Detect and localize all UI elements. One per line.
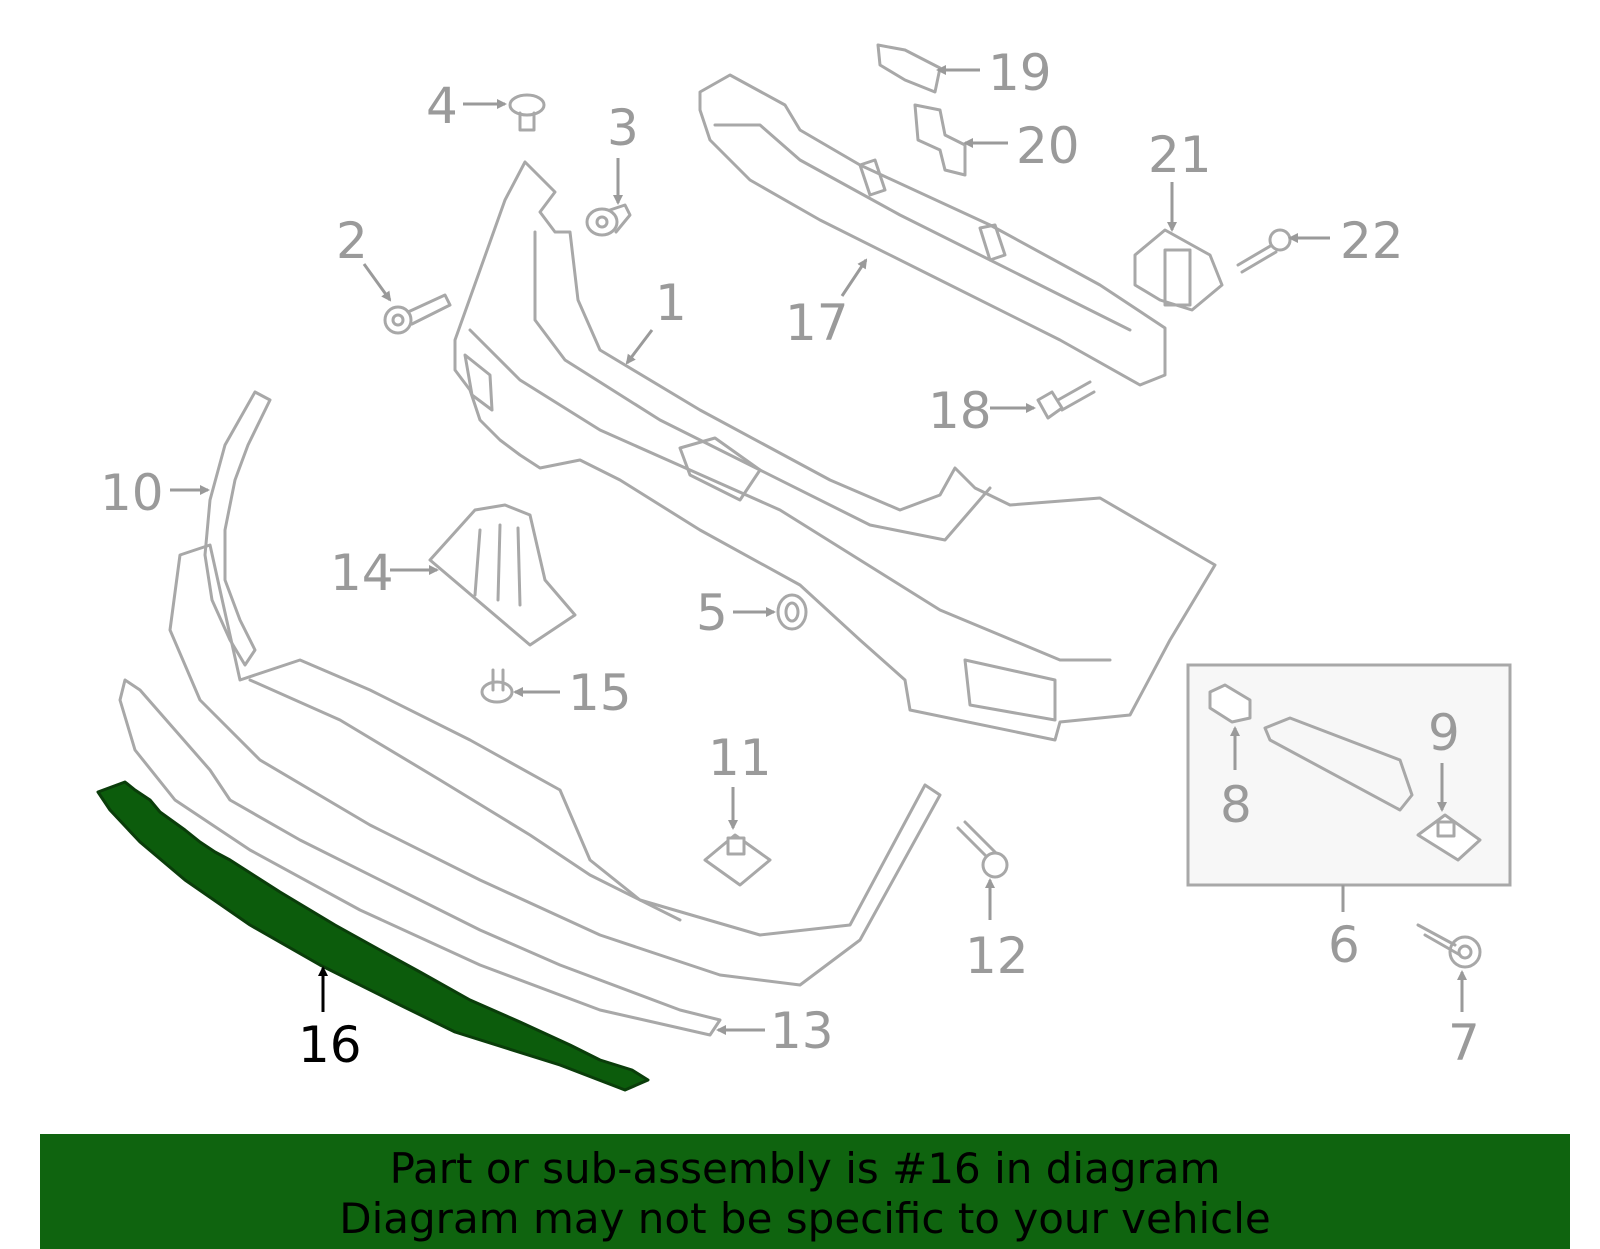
lower-valance-part	[118, 543, 942, 1037]
svg-text:4: 4	[426, 77, 458, 135]
callout-11[interactable]: 11	[708, 729, 772, 830]
svg-text:18: 18	[928, 382, 992, 440]
callout-17[interactable]: 17	[785, 258, 868, 352]
callout-13[interactable]: 13	[716, 1002, 834, 1060]
callout-21[interactable]: 21	[1148, 126, 1212, 232]
callout-22[interactable]: 22	[1288, 212, 1404, 270]
fastener-parts	[383, 43, 1482, 969]
callout-9[interactable]: 9	[1428, 704, 1460, 812]
callout-16[interactable]: 16	[298, 966, 362, 1074]
svg-text:3: 3	[607, 99, 639, 157]
callout-14[interactable]: 14	[330, 544, 439, 602]
svg-text:9: 9	[1428, 704, 1460, 762]
svg-text:11: 11	[708, 729, 772, 787]
svg-text:13: 13	[770, 1002, 834, 1060]
svg-text:10: 10	[100, 464, 164, 522]
callout-3[interactable]: 3	[607, 99, 639, 205]
svg-text:20: 20	[1016, 117, 1080, 175]
callouts: 1 2 3 4 5 6 7 8	[100, 44, 1480, 1074]
svg-text:1: 1	[655, 274, 687, 332]
svg-text:14: 14	[330, 544, 394, 602]
part-6-kit-box	[1186, 663, 1512, 887]
svg-text:19: 19	[988, 44, 1052, 102]
callout-18[interactable]: 18	[928, 382, 1036, 440]
callout-10[interactable]: 10	[100, 464, 210, 522]
callout-4[interactable]: 4	[426, 77, 507, 135]
callout-8[interactable]: 8	[1220, 726, 1252, 834]
side-bracket-part	[203, 390, 272, 667]
svg-text:17: 17	[785, 294, 849, 352]
info-banner: Part or sub-assembly is #16 in diagram D…	[40, 1134, 1570, 1249]
callout-12[interactable]: 12	[965, 878, 1029, 985]
callout-19[interactable]: 19	[936, 44, 1052, 102]
callout-7[interactable]: 7	[1448, 970, 1480, 1072]
bumper-cover-part	[453, 160, 1217, 742]
callout-5[interactable]: 5	[696, 584, 776, 642]
callout-15[interactable]: 15	[513, 664, 632, 722]
svg-text:16: 16	[298, 1016, 362, 1074]
callout-1[interactable]: 1	[625, 274, 687, 365]
svg-text:22: 22	[1340, 212, 1404, 270]
banner-line-2: Diagram may not be specific to your vehi…	[339, 1194, 1271, 1243]
svg-text:7: 7	[1448, 1014, 1480, 1072]
banner-line-1: Part or sub-assembly is #16 in diagram	[389, 1144, 1221, 1193]
reinforcement-beam-part	[698, 73, 1167, 387]
svg-text:6: 6	[1328, 916, 1360, 974]
highlighted-part-16[interactable]	[96, 780, 650, 1092]
svg-text:15: 15	[568, 664, 632, 722]
svg-text:8: 8	[1220, 776, 1252, 834]
svg-text:2: 2	[336, 212, 368, 270]
svg-text:12: 12	[965, 927, 1029, 985]
callout-6[interactable]: 6	[1328, 885, 1360, 974]
callout-20[interactable]: 20	[963, 117, 1080, 175]
svg-text:5: 5	[696, 584, 728, 642]
bracket-14-part	[428, 503, 577, 647]
callout-2[interactable]: 2	[336, 212, 392, 302]
svg-text:21: 21	[1148, 126, 1212, 184]
